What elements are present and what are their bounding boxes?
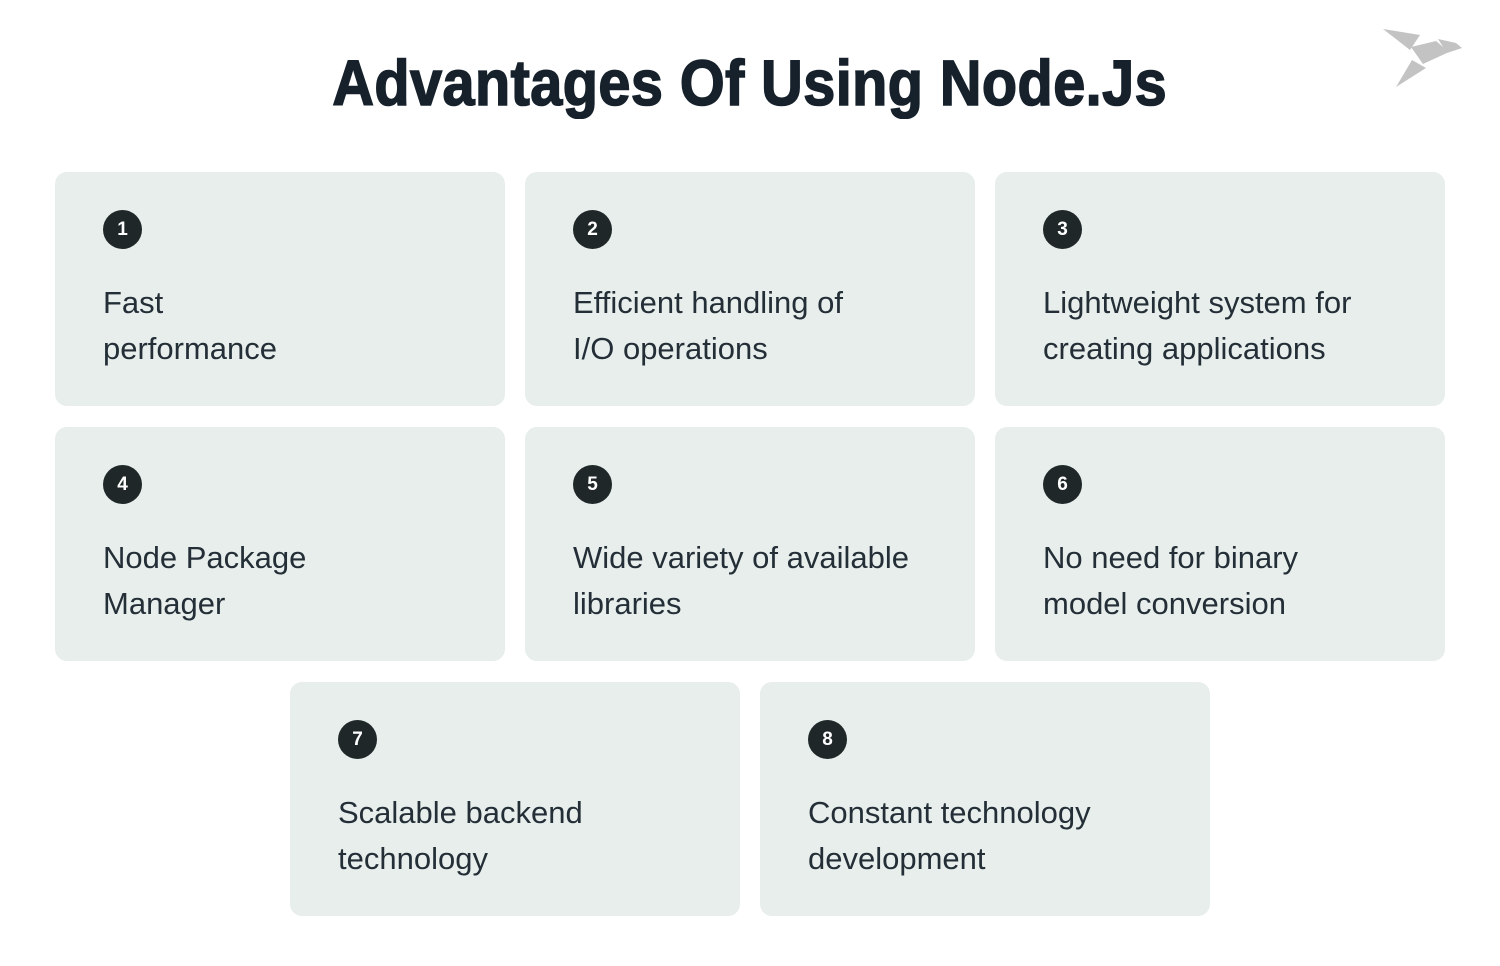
card-text: Wide variety of available libraries [573,540,909,621]
advantage-card-3: 3 Lightweight system for creating applic… [995,172,1445,406]
card-number-badge: 1 [103,210,142,249]
card-number-badge: 3 [1043,210,1082,249]
card-number-badge: 6 [1043,465,1082,504]
page-title-text: Advantages Of Using Node.Js [332,46,1168,120]
advantage-card-8: 8 Constant technology development [760,682,1210,916]
card-number-badge: 8 [808,720,847,759]
page-title: Advantages Of Using Node.Js [0,46,1500,120]
advantage-card-4: 4 Node Package Manager [55,427,505,661]
origami-bird-icon [1383,29,1462,87]
grid-row-3: 7 Scalable backend technology 8 Constant… [55,682,1445,916]
advantage-card-5: 5 Wide variety of available libraries [525,427,975,661]
advantage-card-1: 1 Fast performance [55,172,505,406]
advantage-card-6: 6 No need for binary model conversion [995,427,1445,661]
grid-row-2: 4 Node Package Manager 5 Wide variety of… [55,427,1445,661]
card-text: Constant technology development [808,795,1091,876]
card-number-badge: 2 [573,210,612,249]
card-text: Scalable backend technology [338,795,583,876]
grid-row-1: 1 Fast performance 2 Efficient handling … [55,172,1445,406]
card-text: Fast performance [103,285,278,366]
card-number-badge: 7 [338,720,377,759]
card-text: Efficient handling of I/O operations [573,285,844,366]
advantage-grid: 1 Fast performance 2 Efficient handling … [55,172,1445,916]
advantage-card-7: 7 Scalable backend technology [290,682,740,916]
card-number-badge: 5 [573,465,612,504]
card-number-badge: 4 [103,465,142,504]
advantage-card-2: 2 Efficient handling of I/O operations [525,172,975,406]
card-text: Lightweight system for creating applicat… [1043,285,1352,366]
card-text: No need for binary model conversion [1043,540,1299,621]
card-text: Node Package Manager [103,540,307,621]
